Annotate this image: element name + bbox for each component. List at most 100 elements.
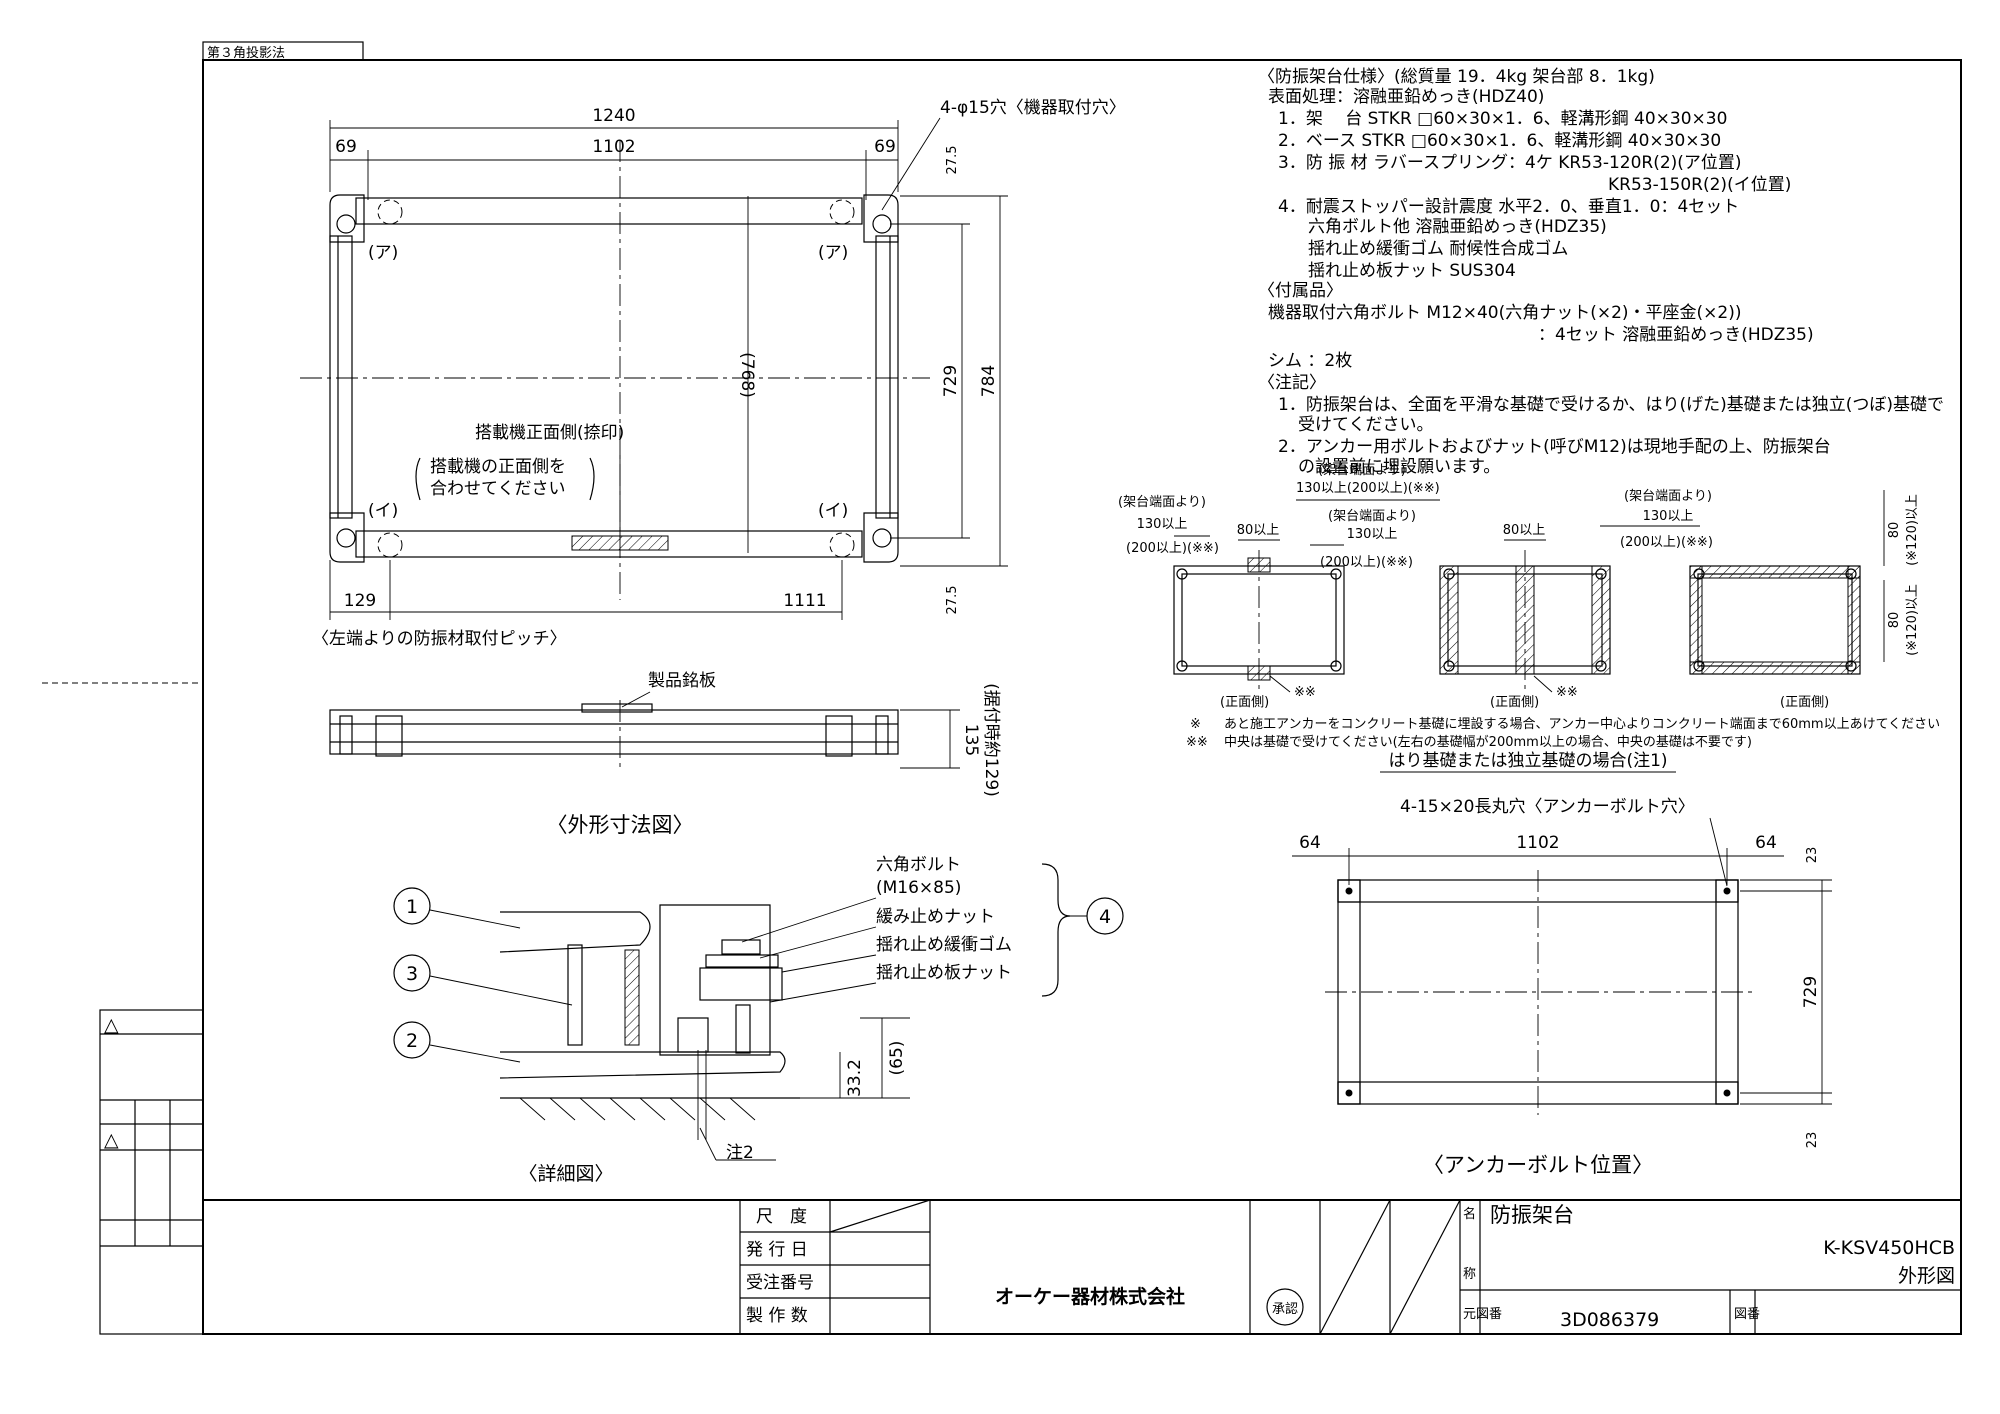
- spec-line: 受けてください。: [1298, 415, 1434, 435]
- foundation-v120-1: (※120)以上: [1905, 494, 1920, 566]
- foundation-dim-80-1: 80以上: [1237, 523, 1280, 538]
- approval-stamp: [1266, 1288, 1304, 1326]
- position-mark-a-right: (ア): [818, 243, 848, 263]
- spec-line: 1．防振架台は、全面を平滑な基礎で受けるか、はり(げた)基礎または独立(つぼ)基…: [1278, 395, 1944, 415]
- foundation-dim-200-2: (200以上)(※※): [1320, 555, 1413, 570]
- mount-hole-icon: [872, 528, 892, 548]
- dim-total-width: 1240: [592, 106, 635, 126]
- anchor-hole-icon: [1723, 887, 1731, 895]
- foundation-dim-130-3: 130以上(200以上)(※※): [1296, 481, 1440, 496]
- callout-2-text: 2: [406, 1030, 418, 1052]
- anchor-dim-64-right: 64: [1755, 833, 1777, 853]
- corner-plate-tl: [329, 194, 365, 243]
- rubber-spring-position-icon: [377, 199, 403, 225]
- revision-mark-2: △: [104, 1129, 119, 1151]
- dim-27-5-top: 27.5: [945, 146, 960, 175]
- plan-view: (ア) (ア) (イ) (イ) 搭載機正面側(捺印) 搭載機の正面側を 合わせて…: [300, 98, 1126, 649]
- spec-line: KR53-150R(2)(イ位置): [1608, 175, 1791, 195]
- dim-pitch-129: 129: [344, 591, 376, 611]
- mount-hole-icon: [336, 528, 356, 548]
- dim-784: 784: [979, 365, 999, 397]
- pitch-note: 〈左端よりの防振材取付ピッチ〉: [312, 629, 567, 649]
- spec-line: 2．アンカー用ボルトおよびナット(呼びM12)は現地手配の上、防振架台: [1278, 437, 1831, 457]
- foundation-caption: はり基礎または独立基礎の場合(注1): [1388, 751, 1667, 771]
- name-label: 名: [1463, 1206, 1476, 1222]
- outline-caption: 〈外形寸法図〉: [547, 813, 694, 837]
- callout-4-text: 4: [1099, 906, 1111, 928]
- plate-nut-label: 揺れ止め板ナット: [876, 963, 1012, 983]
- callout-2: [393, 1021, 431, 1059]
- corner-plate-br: [863, 512, 899, 563]
- mount-hole-icon: [336, 214, 356, 234]
- callout-3: [393, 954, 431, 992]
- front-side-note-2: 合わせてください: [430, 479, 566, 499]
- foundation-diagrams: (架台端面より) 130以上 (200以上)(※※) 80以上 (架台端面より)…: [1118, 463, 1940, 773]
- spec-line: 3．防 振 材 ラバースプリング：4ケ KR53-120R(2)(ア位置): [1278, 153, 1742, 173]
- anchor-hole-note: 4-15×20長丸穴〈アンカーボルト穴〉: [1400, 797, 1695, 817]
- position-mark-a-left: (ア): [368, 243, 398, 263]
- spec-line: 2．ベース STKR □60×30×1．6、軽溝形鋼 40×30×30: [1278, 131, 1721, 151]
- spec-line: 1．架 台 STKR □60×30×1．6、軽溝形鋼 40×30×30: [1278, 109, 1727, 129]
- issue-date-label: 発 行 日: [746, 1240, 808, 1260]
- foundation-v80-1: 80: [1887, 522, 1902, 539]
- position-mark-i-left: (イ): [368, 501, 398, 521]
- rubber-spring-position-icon: [829, 199, 855, 225]
- double-star-2: ※※: [1556, 685, 1578, 700]
- anchor-dim-729: 729: [1801, 976, 1821, 1008]
- origin-number: 3D086379: [1560, 1309, 1659, 1331]
- anchor-hole-icon: [1345, 1089, 1353, 1097]
- dim-729: 729: [941, 365, 961, 397]
- hex-bolt-label: 六角ボルト: [876, 855, 961, 875]
- note-double-star-text: 中央は基礎で受けてください(左右の基礎幅が200mm以上の場合、中央の基礎は不要…: [1224, 735, 1752, 750]
- foundation-v80-2: 80: [1887, 612, 1902, 629]
- foundation-dim-200-1: (200以上)(※※): [1126, 541, 1219, 556]
- front-side-label-3: (正面側): [1780, 695, 1829, 710]
- dim-right-offset: 69: [874, 137, 896, 157]
- nameplate-label: 製品銘板: [648, 671, 716, 691]
- note-2-label: 注2: [726, 1143, 754, 1163]
- spec-line: シム ：2枚: [1268, 351, 1352, 371]
- dim-768: (768): [737, 352, 757, 398]
- spec-line: の設置前に埋設願います。: [1298, 457, 1500, 477]
- title-block: 尺 度 発 行 日 受注番号 製 作 数 オーケー器材株式会社 承認 名 称 防…: [203, 1199, 1961, 1335]
- anchor-hole-icon: [1723, 1089, 1731, 1097]
- scale-label: 尺 度: [756, 1207, 807, 1227]
- rubber-spring-position-icon: [377, 532, 403, 558]
- side-view: 製品銘板 135 (据付時約129) 〈外形寸法図〉: [329, 671, 1001, 837]
- anchor-dim-1102: 1102: [1516, 833, 1559, 853]
- spec-line: 〈防振架台仕様〉(総質量 19．4kg 架台部 8．1kg): [1258, 67, 1655, 87]
- company-name: オーケー器材株式会社: [995, 1285, 1185, 1308]
- quantity-label: 製 作 数: [746, 1306, 808, 1326]
- anchor-view: 4-15×20長丸穴〈アンカーボルト穴〉 64 1102 64 23 729 2…: [1292, 797, 1832, 1177]
- model-number: K-KSV450HCB: [1823, 1237, 1955, 1259]
- revision-mark-1: △: [104, 1014, 119, 1036]
- sheet-frame: 第３角投影法 △ △: [42, 41, 1962, 1335]
- foundation-dim-130-1: 130以上: [1137, 517, 1188, 532]
- spec-line: 4．耐震ストッパー設計震度 水平2．0、垂直1．0：4セット: [1278, 197, 1739, 217]
- dim-33-2: 33.2: [845, 1059, 865, 1097]
- note-double-star-mark: ※※: [1186, 735, 1208, 750]
- dim-inner-width: 1102: [592, 137, 635, 157]
- corner-plate-tr: [863, 194, 899, 243]
- name-label-2: 称: [1463, 1267, 1476, 1282]
- callout-1: [393, 887, 431, 925]
- drawing-type: 外形図: [1898, 1265, 1955, 1287]
- buffer-rubber-label: 揺れ止め緩衝ゴム: [876, 934, 1012, 955]
- lock-nut-label: 緩み止めナット: [876, 907, 995, 927]
- spec-line: 揺れ止め板ナット SUS304: [1308, 261, 1516, 281]
- spec-line: ：4セット 溶融亜鉛めっき(HDZ35): [1538, 325, 1814, 345]
- foundation-dim-200-4: (200以上)(※※): [1620, 535, 1713, 550]
- rubber-spring-position-icon: [829, 532, 855, 558]
- foundation-edge-note-3: (架台端面より): [1318, 463, 1406, 478]
- dim-pitch-1111: 1111: [783, 591, 826, 611]
- dim-65: (65): [887, 1041, 907, 1076]
- spec-line: 〈付属品〉: [1258, 281, 1343, 301]
- front-side-label-1: (正面側): [1220, 695, 1269, 710]
- spec-line: 六角ボルト他 溶融亜鉛めっき(HDZ35): [1308, 217, 1607, 237]
- position-mark-i-right: (イ): [818, 501, 848, 521]
- double-star-1: ※※: [1294, 685, 1316, 700]
- spec-line: 〈注記〉: [1258, 373, 1326, 393]
- nameplate-mark: [581, 703, 653, 713]
- callout-1-text: 1: [406, 896, 418, 918]
